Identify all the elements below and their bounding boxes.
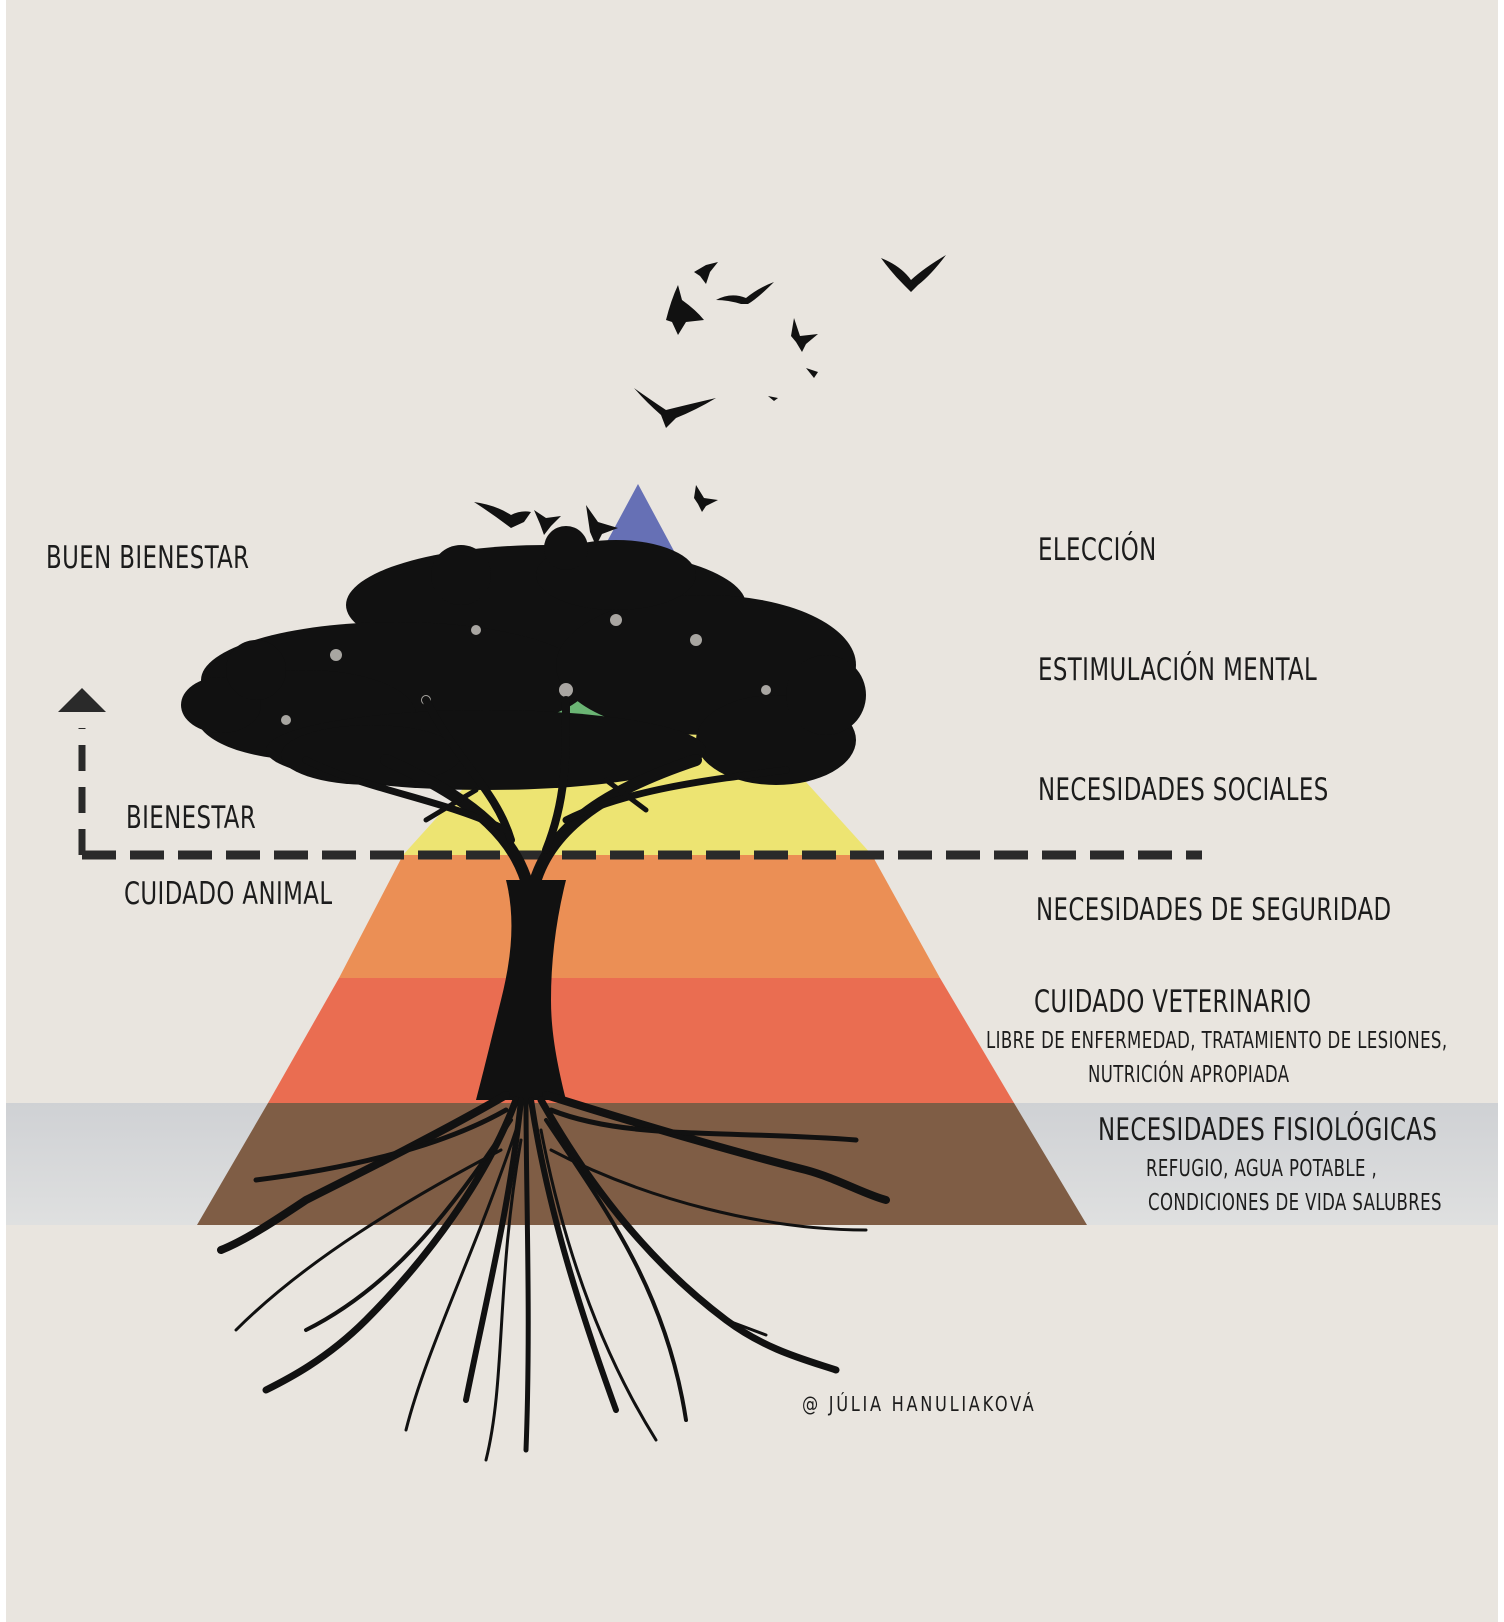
bird-icon (634, 388, 716, 428)
tree-canopy (181, 526, 866, 790)
bird-silhouettes (474, 255, 946, 546)
scale-label-buen-bienestar: BUEN BIENESTAR (46, 540, 249, 576)
level-label-fisiologicas: NECESIDADES FISIOLÓGICAS (1098, 1112, 1437, 1148)
level-label-eleccion: ELECCIÓN (1038, 532, 1157, 568)
scale-label-bienestar: BIENESTAR (126, 800, 256, 836)
scale-label-cuidado-animal: CUIDADO ANIMAL (124, 876, 332, 912)
bird-icon (768, 396, 778, 401)
bird-icon (806, 368, 818, 378)
level-label-estimulacion: ESTIMULACIÓN MENTAL (1038, 652, 1317, 688)
bird-icon (881, 255, 946, 292)
level-label-veterinario: CUIDADO VETERINARIO (1034, 984, 1311, 1020)
level-detail-veterinario-2: NUTRICIÓN APROPIADA (1088, 1062, 1289, 1088)
up-arrow-icon (58, 688, 106, 712)
bird-icon (694, 262, 718, 284)
level-label-seguridad: NECESIDADES DE SEGURIDAD (1036, 892, 1392, 928)
level-detail-fisiologicas-2: CONDICIONES DE VIDA SALUBRES (1148, 1190, 1442, 1216)
bird-icon (666, 285, 704, 335)
artist-credit: @ JÚLIA HANULIAKOVÁ (802, 1392, 1036, 1416)
bird-icon (791, 318, 818, 352)
bird-icon (474, 502, 531, 528)
pyramid-level-seguridad (339, 855, 940, 978)
bird-icon (694, 485, 718, 512)
diagram-canvas: BUEN BIENESTAR BIENESTAR CUIDADO ANIMAL … (6, 0, 1498, 1622)
bird-icon (716, 282, 774, 304)
level-detail-veterinario-1: LIBRE DE ENFERMEDAD, TRATAMIENTO DE LESI… (986, 1028, 1448, 1054)
pyramid-level-veterinario (268, 978, 1014, 1103)
level-detail-fisiologicas-1: REFUGIO, AGUA POTABLE , (1146, 1156, 1377, 1182)
level-label-sociales: NECESIDADES SOCIALES (1038, 772, 1329, 808)
